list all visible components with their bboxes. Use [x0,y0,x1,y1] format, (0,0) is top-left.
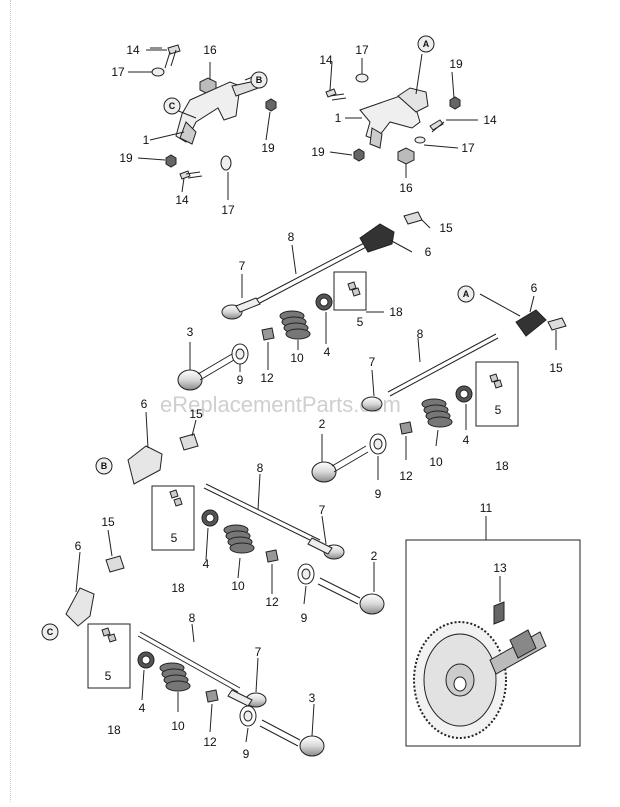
callout-8: 8 [257,461,264,475]
callout-3: 3 [187,325,194,339]
valve-train-set-2 [311,293,567,483]
camshaft-assembly [405,516,581,747]
callout-4: 4 [203,557,210,571]
callout-8: 8 [417,327,424,341]
ref-letter-b: B [256,75,263,85]
callout-15: 15 [101,515,115,529]
callout-19: 19 [119,151,133,165]
page-margin-line [10,0,11,802]
valve-spring [223,524,255,554]
callout-18: 18 [107,723,121,737]
valve-train-set-4 [65,529,325,757]
callout-12: 12 [399,469,413,483]
callout-6: 6 [531,281,538,295]
callout-18: 18 [389,305,403,319]
callout-18: 18 [495,459,509,473]
ref-letter-c: C [47,627,54,637]
callout-10: 10 [171,719,185,733]
callout-6: 6 [75,539,82,553]
callout-6: 6 [425,245,432,259]
callout-17: 17 [221,203,235,217]
ref-letter-a: A [463,289,470,299]
ref-letter-c: C [169,101,176,111]
callout-10: 10 [429,455,443,469]
callout-4: 4 [463,433,470,447]
callout-14: 14 [483,113,497,127]
valve-train-set-1 [177,211,431,391]
callout-19: 19 [449,57,463,71]
callout-12: 12 [203,735,217,749]
valve-train-set-3 [127,411,385,615]
callout-12: 12 [265,595,279,609]
callout-17: 17 [111,65,125,79]
callout-9: 9 [301,611,308,625]
reference-markers [41,35,475,641]
callout-8: 8 [189,611,196,625]
valve-spring [421,398,453,428]
callout-17: 17 [461,141,475,155]
callout-1: 1 [335,111,342,125]
callout-7: 7 [255,645,262,659]
valve-spring [159,662,191,692]
callout-8: 8 [288,230,295,244]
callout-15: 15 [549,361,563,375]
callout-9: 9 [375,487,382,501]
callout-14: 14 [175,193,189,207]
callout-5: 5 [105,669,112,683]
watermark-text: eReplacementParts.com [160,392,401,417]
callout-3: 3 [309,691,316,705]
callout-2: 2 [371,549,378,563]
callout-9: 9 [237,373,244,387]
ref-letter-a: A [423,39,430,49]
callout-19: 19 [261,141,275,155]
callout-4: 4 [324,345,331,359]
callout-10: 10 [290,351,304,365]
callout-1: 1 [143,133,150,147]
callout-19: 19 [311,145,325,159]
callout-6: 6 [141,397,148,411]
valve-spring [279,310,311,340]
callout-2: 2 [319,417,326,431]
callout-5: 5 [357,315,364,329]
callout-18: 18 [171,581,185,595]
callout-10: 10 [231,579,245,593]
bracket-group-top-right [325,53,478,178]
callout-13: 13 [493,561,507,575]
callout-7: 7 [369,355,376,369]
callout-14: 14 [319,53,333,67]
callout-4: 4 [139,701,146,715]
callout-7: 7 [239,259,246,273]
callout-9: 9 [243,747,250,761]
callout-5: 5 [171,531,178,545]
callout-16: 16 [399,181,413,195]
bracket-group-top-left [128,44,277,200]
callout-14: 14 [126,43,140,57]
callout-11: 11 [480,501,493,515]
callout-7: 7 [319,503,326,517]
callout-15: 15 [189,407,203,421]
callout-15: 15 [439,221,453,235]
callout-5: 5 [495,403,502,417]
callout-17: 17 [355,43,369,57]
ref-letter-b: B [101,461,108,471]
callout-12: 12 [260,371,274,385]
callout-16: 16 [203,43,217,57]
